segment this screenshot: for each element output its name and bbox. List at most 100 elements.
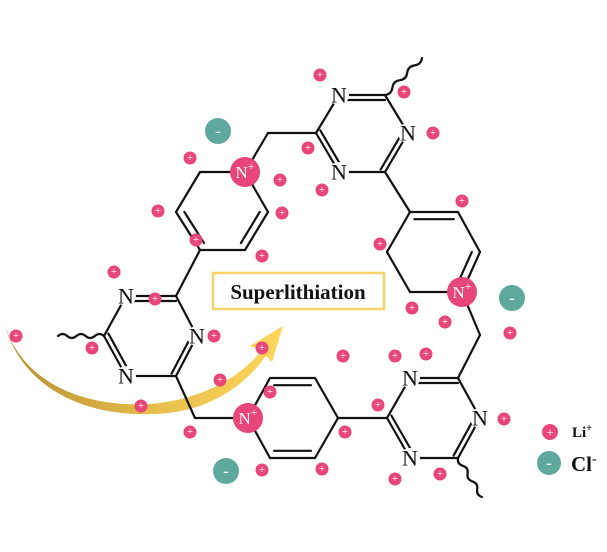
li-ion-sign: + <box>277 174 283 186</box>
li-ion-sign: + <box>423 348 429 360</box>
li-ion-sign: + <box>111 266 117 278</box>
li-ion-sign: + <box>409 302 415 314</box>
nitrogen-atom: N <box>189 324 205 349</box>
li-ion-sign: + <box>259 342 265 354</box>
nitrogen-atom: N <box>472 406 488 431</box>
li-ion-sign: + <box>442 316 448 328</box>
li-ion <box>313 68 327 82</box>
li-ion-sign: + <box>340 350 346 362</box>
li-ion <box>263 385 277 399</box>
cl-ion <box>499 285 525 311</box>
nitrogen-atom: N <box>402 366 418 391</box>
superlithiation-label: Superlithiation <box>230 280 366 304</box>
pyridine-ul-bond <box>243 210 270 252</box>
li-ion-sign: + <box>392 473 398 485</box>
li-ion-sign: + <box>217 374 223 386</box>
ions: ++++++++++++++++++++++++++++++++++++--- <box>9 68 525 486</box>
li-ion <box>134 399 148 413</box>
li-ion-sign: + <box>375 399 381 411</box>
pyridine-r-bond <box>385 210 412 254</box>
li-ion-sign: + <box>319 463 325 475</box>
svg-text:Cl-: Cl- <box>571 452 597 476</box>
legend-li: + Li+ <box>542 423 592 441</box>
pyridine-b-bond <box>313 376 340 420</box>
cl-ion-sign: - <box>509 289 515 308</box>
li-ion-sign: + <box>430 127 436 139</box>
pyridine-ul-bond <box>174 170 202 214</box>
li-ion <box>107 265 121 279</box>
nitrogen-atom: N <box>118 364 134 389</box>
li-ion <box>388 349 402 363</box>
li-ion <box>183 151 197 165</box>
cl-ion-sign: - <box>215 122 221 141</box>
wavy-bond <box>383 56 424 97</box>
cl-ion <box>205 118 231 144</box>
li-ion <box>388 472 402 486</box>
pyridine-r-bond <box>385 250 412 294</box>
li-ion <box>183 425 197 439</box>
li-ion <box>338 425 352 439</box>
li-ion <box>426 126 440 140</box>
li-ion-sign: + <box>319 184 325 196</box>
li-ion-sign: + <box>459 195 465 207</box>
li-ion <box>371 398 385 412</box>
li-ion <box>405 301 419 315</box>
li-ion <box>255 341 269 355</box>
ch2 <box>456 333 482 380</box>
li-ion <box>275 206 289 220</box>
nitrogen-atom: N <box>331 83 347 108</box>
svg-text:Li+: Li+ <box>572 423 592 441</box>
li-ion-sign: + <box>13 330 19 342</box>
legend-cl: - Cl- <box>537 451 597 476</box>
linker <box>174 248 202 298</box>
pyridinium-label: N+ <box>238 405 257 428</box>
li-ion <box>336 349 350 363</box>
li-ion <box>315 183 329 197</box>
li-ion-sign: + <box>507 327 513 339</box>
cl-ion-icon: - <box>546 454 552 473</box>
li-ion-sign: + <box>155 205 161 217</box>
li-ion <box>151 204 165 218</box>
ch2 <box>174 374 197 420</box>
pyridinium-nitrogen <box>233 403 263 433</box>
li-ion-sign: + <box>187 426 193 438</box>
legend-cl-charge: - <box>592 452 597 467</box>
li-ion-sign: + <box>267 386 273 398</box>
li-ion-sign: + <box>342 426 348 438</box>
pyridinium-label: N+ <box>452 279 471 302</box>
li-ion-sign: + <box>138 400 144 412</box>
li-ion-sign: + <box>377 238 383 250</box>
pyridinium-label: N+ <box>235 159 254 182</box>
curved-arrow <box>4 322 283 415</box>
li-ion-sign: + <box>89 342 95 354</box>
li-ion <box>397 85 411 99</box>
nitrogen-atom: N <box>331 160 347 185</box>
cl-ion <box>213 458 239 484</box>
nitrogen-atom: N <box>400 121 416 146</box>
li-ion-sign: + <box>317 69 323 81</box>
li-ion <box>301 141 315 155</box>
li-ion-icon: + <box>546 425 553 440</box>
superlithiation-box: Superlithiation <box>211 271 386 311</box>
li-ion <box>148 292 162 306</box>
nitrogen-atom: N <box>118 284 134 309</box>
li-ion <box>85 341 99 355</box>
li-ion <box>419 347 433 361</box>
li-ion <box>373 237 387 251</box>
cl-ion-sign: - <box>223 462 229 481</box>
li-ion <box>438 315 452 329</box>
pyridinium-nitrogen <box>230 157 260 187</box>
li-ion-sign: + <box>401 86 407 98</box>
legend: + Li+ - Cl- <box>537 423 597 476</box>
li-ion-sign: + <box>193 234 199 246</box>
linker <box>383 170 412 214</box>
legend-cl-label: Cl <box>571 452 592 476</box>
li-ion <box>207 329 221 343</box>
li-ion <box>273 173 287 187</box>
li-ion-sign: + <box>259 250 265 262</box>
li-ion-sign: + <box>211 330 217 342</box>
pyridinium-nitrogen <box>447 277 477 307</box>
wavy-bond <box>56 332 106 340</box>
